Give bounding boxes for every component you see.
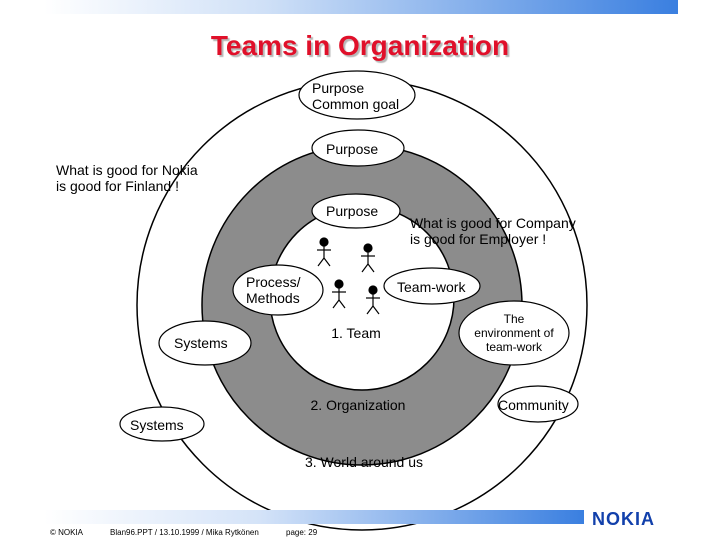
purpose-mid-ellipse [311,129,405,167]
purpose-inner-ellipse [311,193,401,229]
page-number-text: page: 29 [286,528,318,537]
team-work-ellipse [383,267,481,305]
environment-ellipse [458,300,570,366]
environment-label: The environment of team-work [474,312,554,354]
page-title: Teams in Organization [210,30,510,61]
systems-inner-label: Systems [174,335,228,351]
file-info-text: Blan96.PPT / 13.10.1999 / Mika Rytkönen [110,528,259,537]
company-employer-label: What is good for Company is good for Emp… [410,215,576,247]
nokia-finland-label: What is good for Nokia is good for Finla… [56,162,198,194]
systems-outer-label: Systems [130,417,184,433]
team-member-figure [332,279,346,309]
purpose-inner-label: Purpose [326,203,379,219]
footer-accent-bar [44,510,584,524]
header-accent-bar [44,0,678,14]
nokia-logo: NOKIA [592,509,655,529]
world-level-label: 3. World around us [304,454,424,470]
community-ellipse [497,385,579,423]
process-methods-ellipse [232,264,324,316]
community-label: Community [498,397,569,413]
systems-outer-ellipse [119,406,205,442]
purpose-common-goal-ellipse [298,70,416,120]
purpose-common-goal-label: Purpose Common goal [312,80,400,112]
organization-level-label: 2. Organization [310,397,406,413]
purpose-mid-label: Purpose [326,141,379,157]
systems-inner-ellipse [158,320,252,366]
team-work-label: Team-work [397,279,466,295]
team-member-figure [366,285,380,315]
copyright-text: © NOKIA [50,528,84,537]
team-member-figure [361,243,375,273]
process-methods-label: Process/ Methods [246,274,301,306]
team-level-label: 1. Team [331,325,381,341]
team-member-figure [317,237,331,267]
